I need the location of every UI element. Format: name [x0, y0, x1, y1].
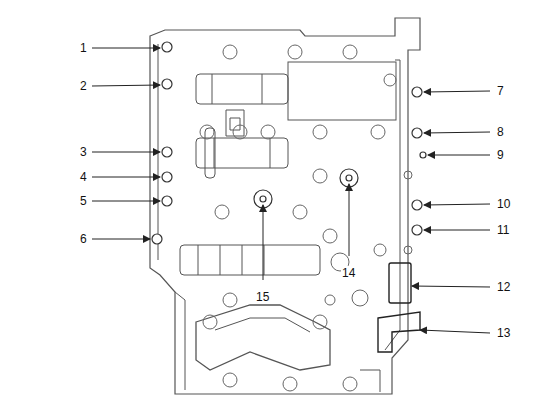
callout-number: 4: [79, 170, 88, 184]
callout-number: 1: [79, 41, 88, 55]
callout-number: 2: [79, 79, 88, 93]
callout-number: 12: [496, 280, 511, 294]
callout-number: 13: [496, 326, 511, 340]
callout-number: 14: [341, 266, 356, 280]
callout-number: 9: [496, 148, 505, 162]
callout-number: 10: [496, 197, 511, 211]
callout-number: 6: [79, 232, 88, 246]
callout-number: 7: [496, 84, 505, 98]
callout-number: 15: [255, 290, 270, 304]
callout-number: 8: [496, 125, 505, 139]
callout-number: 3: [79, 145, 88, 159]
callout-number: 11: [496, 223, 510, 237]
callout-number: 5: [79, 194, 88, 208]
